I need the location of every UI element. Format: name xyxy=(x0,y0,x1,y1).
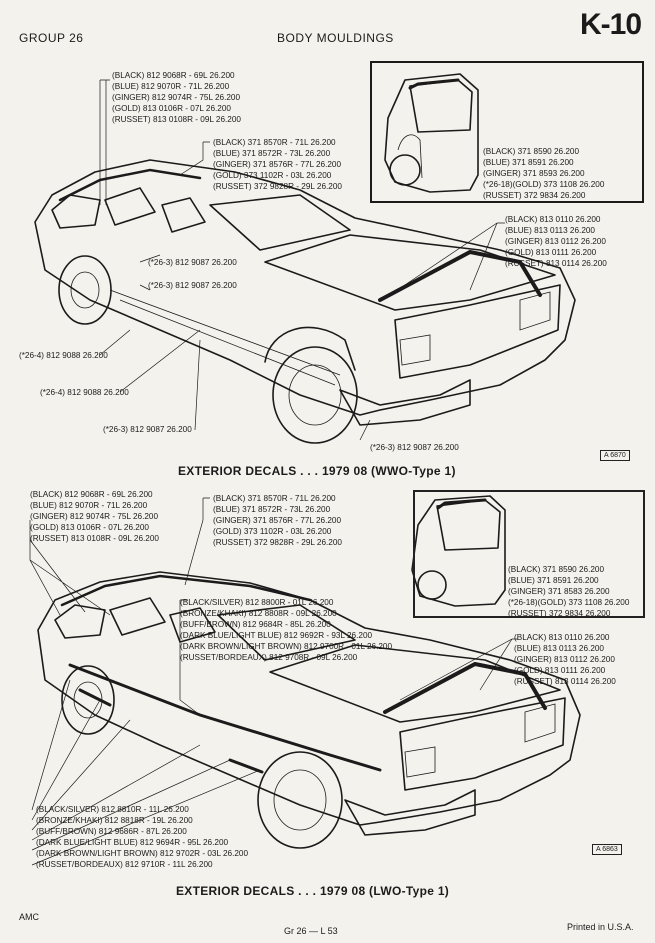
part-line: (RUSSET) 813 0114 26.200 xyxy=(505,259,607,268)
part-line: (RUSSET) 372 9834 26.200 xyxy=(508,609,611,618)
part-line: (*26-18)(GOLD) 373 1108 26.200 xyxy=(483,180,605,189)
part-line: (RUSSET) 372 9828R - 29L 26.200 xyxy=(213,538,342,547)
part-line: (RUSSET) 813 0108R - 09L 26.200 xyxy=(112,115,241,124)
part-line: (BLACK) 813 0110 26.200 xyxy=(514,633,610,642)
part-line: (RUSSET/BORDEAUX) 812 9710R - 11L 26.200 xyxy=(36,860,213,869)
part-line: (DARK BROWN/LIGHT BROWN) 812 9700R - 01L… xyxy=(180,642,393,651)
part-line: (BLACK/SILVER) 812 8800R - 01L 26.200 xyxy=(180,598,334,607)
page-title: BODY MOULDINGS xyxy=(277,31,394,45)
part-line: (RUSSET) 372 9828R - 29L 26.200 xyxy=(213,182,342,191)
bottom-inset-frame xyxy=(413,490,645,618)
part-line: (BLACK) 812 9068R - 69L 26.200 xyxy=(30,490,153,499)
figure-number: A 6870 xyxy=(600,450,630,461)
bottom-leader-lines xyxy=(29,497,518,866)
part-line: (BRONZE/KHAKI) 812 8818R - 19L 26.200 xyxy=(36,816,193,825)
part-line: (BLUE) 371 8572R - 73L 26.200 xyxy=(213,149,331,158)
top-inset-frame xyxy=(370,61,644,203)
part-line: (GINGER) 812 9074R - 75L 26.200 xyxy=(30,512,159,521)
footer-left: AMC xyxy=(19,912,39,922)
bottom-roof-parts: (BLACK) 371 8570R - 71L 26.200 (BLUE) 37… xyxy=(213,493,342,548)
bottom-main-car xyxy=(37,571,581,849)
bottom-caption: EXTERIOR DECALS . . . 1979 08 (LWO-Type … xyxy=(176,884,450,898)
part-line: (RUSSET) 813 0108R - 09L 26.200 xyxy=(30,534,159,543)
top-hood-parts: (BLACK) 813 0110 26.200 (BLUE) 813 0113 … xyxy=(505,214,607,269)
part-line: (GOLD) 373 1102R - 03L 26.200 xyxy=(213,527,332,536)
bottom-upper-side-parts: (BLACK/SILVER) 812 8800R - 01L 26.200 (B… xyxy=(180,597,392,663)
part-line: (BLACK/SILVER) 812 8810R - 11L 26.200 xyxy=(36,805,189,814)
side-part-label: (*26-3) 812 9087 26.200 xyxy=(148,258,237,267)
part-line: (DARK BLUE/LIGHT BLUE) 812 9694R - 95L 2… xyxy=(36,838,229,847)
bottom-rear-window-parts: (BLACK) 812 9068R - 69L 26.200 (BLUE) 81… xyxy=(30,489,159,544)
part-line: (BLUE) 812 9070R - 71L 26.200 xyxy=(112,82,230,91)
side-part-label: (*26-4) 812 9088 26.200 xyxy=(40,388,129,397)
top-caption: EXTERIOR DECALS . . . 1979 08 (WWO-Type … xyxy=(178,464,456,478)
part-line: (DARK BLUE/LIGHT BLUE) 812 9692R - 93L 2… xyxy=(180,631,373,640)
part-line: (BLACK) 813 0110 26.200 xyxy=(505,215,601,224)
top-roof-parts: (BLACK) 371 8570R - 71L 26.200 (BLUE) 37… xyxy=(213,137,342,192)
part-line: (GOLD) 813 0111 26.200 xyxy=(514,666,606,675)
part-line: (GOLD) 813 0111 26.200 xyxy=(505,248,597,257)
footer-center: Gr 26 — L 53 xyxy=(284,926,338,936)
part-line: (*26-18)(GOLD) 373 1108 26.200 xyxy=(508,598,630,607)
part-line: (DARK BROWN/LIGHT BROWN) 812 9702R - 03L… xyxy=(36,849,249,858)
part-line: (GINGER) 371 8583 26.200 xyxy=(508,587,610,596)
top-leader-lines xyxy=(99,79,505,441)
part-line: (BUFF/BROWN) 812 9686R - 87L 26.200 xyxy=(36,827,187,836)
top-rear-window-parts: (BLACK) 812 9068R - 69L 26.200 (BLUE) 81… xyxy=(112,70,241,125)
side-part-label: (*26-3) 812 9087 26.200 xyxy=(103,425,192,434)
page-id: K-10 xyxy=(580,8,642,41)
side-part-label: (*26-3) 812 9087 26.200 xyxy=(148,281,237,290)
part-line: (GINGER) 812 9074R - 75L 26.200 xyxy=(112,93,241,102)
part-line: (RUSSET) 813 0114 26.200 xyxy=(514,677,616,686)
part-line: (BLUE) 812 9070R - 71L 26.200 xyxy=(30,501,148,510)
part-line: (BRONZE/KHAKI) 812 8808R - 09L 26.200 xyxy=(180,609,337,618)
side-part-label: (*26-4) 812 9088 26.200 xyxy=(19,351,108,360)
bottom-hood-parts: (BLACK) 813 0110 26.200 (BLUE) 813 0113 … xyxy=(514,632,616,687)
part-line: (GOLD) 813 0106R - 07L 26.200 xyxy=(30,523,149,532)
part-line: (BLACK) 812 9068R - 69L 26.200 xyxy=(112,71,235,80)
part-line: (BLUE) 371 8572R - 73L 26.200 xyxy=(213,505,331,514)
part-line: (BUFF/BROWN) 812 9684R - 85L 26.200 xyxy=(180,620,331,629)
part-line: (GINGER) 813 0112 26.200 xyxy=(505,237,606,246)
bottom-inset-parts: (BLACK) 371 8590 26.200 (BLUE) 371 8591 … xyxy=(508,564,629,619)
part-line: (BLUE) 813 0113 26.200 xyxy=(505,226,595,235)
side-part-label: (*26-3) 812 9087 26.200 xyxy=(370,443,459,452)
top-inset-parts: (BLACK) 371 8590 26.200 (BLUE) 371 8591 … xyxy=(483,146,604,201)
part-line: (BLUE) 813 0113 26.200 xyxy=(514,644,604,653)
bottom-inset-car-rear xyxy=(411,495,506,607)
part-line: (BLACK) 371 8590 26.200 xyxy=(508,565,605,574)
part-line: (GINGER) 371 8576R - 77L 26.200 xyxy=(213,516,342,525)
top-main-car xyxy=(34,159,576,444)
part-line: (BLACK) 371 8570R - 71L 26.200 xyxy=(213,494,336,503)
part-line: (GINGER) 813 0112 26.200 xyxy=(514,655,615,664)
part-line: (GINGER) 371 8576R - 77L 26.200 xyxy=(213,160,342,169)
part-line: (GOLD) 813 0106R - 07L 26.200 xyxy=(112,104,231,113)
part-line: (RUSSET/BORDEAUX) 812 9708R - 09L 26.200 xyxy=(180,653,358,662)
top-inset-car-rear xyxy=(384,73,479,193)
footer-right: Printed in U.S.A. xyxy=(567,922,634,932)
part-line: (BLACK) 371 8570R - 71L 26.200 xyxy=(213,138,336,147)
part-line: (GOLD) 373 1102R - 03L 26.200 xyxy=(213,171,332,180)
part-line: (BLUE) 371 8591 26.200 xyxy=(483,158,574,167)
figure-number: A 6863 xyxy=(592,844,622,855)
part-line: (BLUE) 371 8591 26.200 xyxy=(508,576,599,585)
part-line: (GINGER) 371 8593 26.200 xyxy=(483,169,585,178)
group-label: GROUP 26 xyxy=(19,31,84,45)
part-line: (BLACK) 371 8590 26.200 xyxy=(483,147,580,156)
bottom-lower-side-parts: (BLACK/SILVER) 812 8810R - 11L 26.200 (B… xyxy=(36,804,248,870)
part-line: (RUSSET) 372 9834 26.200 xyxy=(483,191,586,200)
